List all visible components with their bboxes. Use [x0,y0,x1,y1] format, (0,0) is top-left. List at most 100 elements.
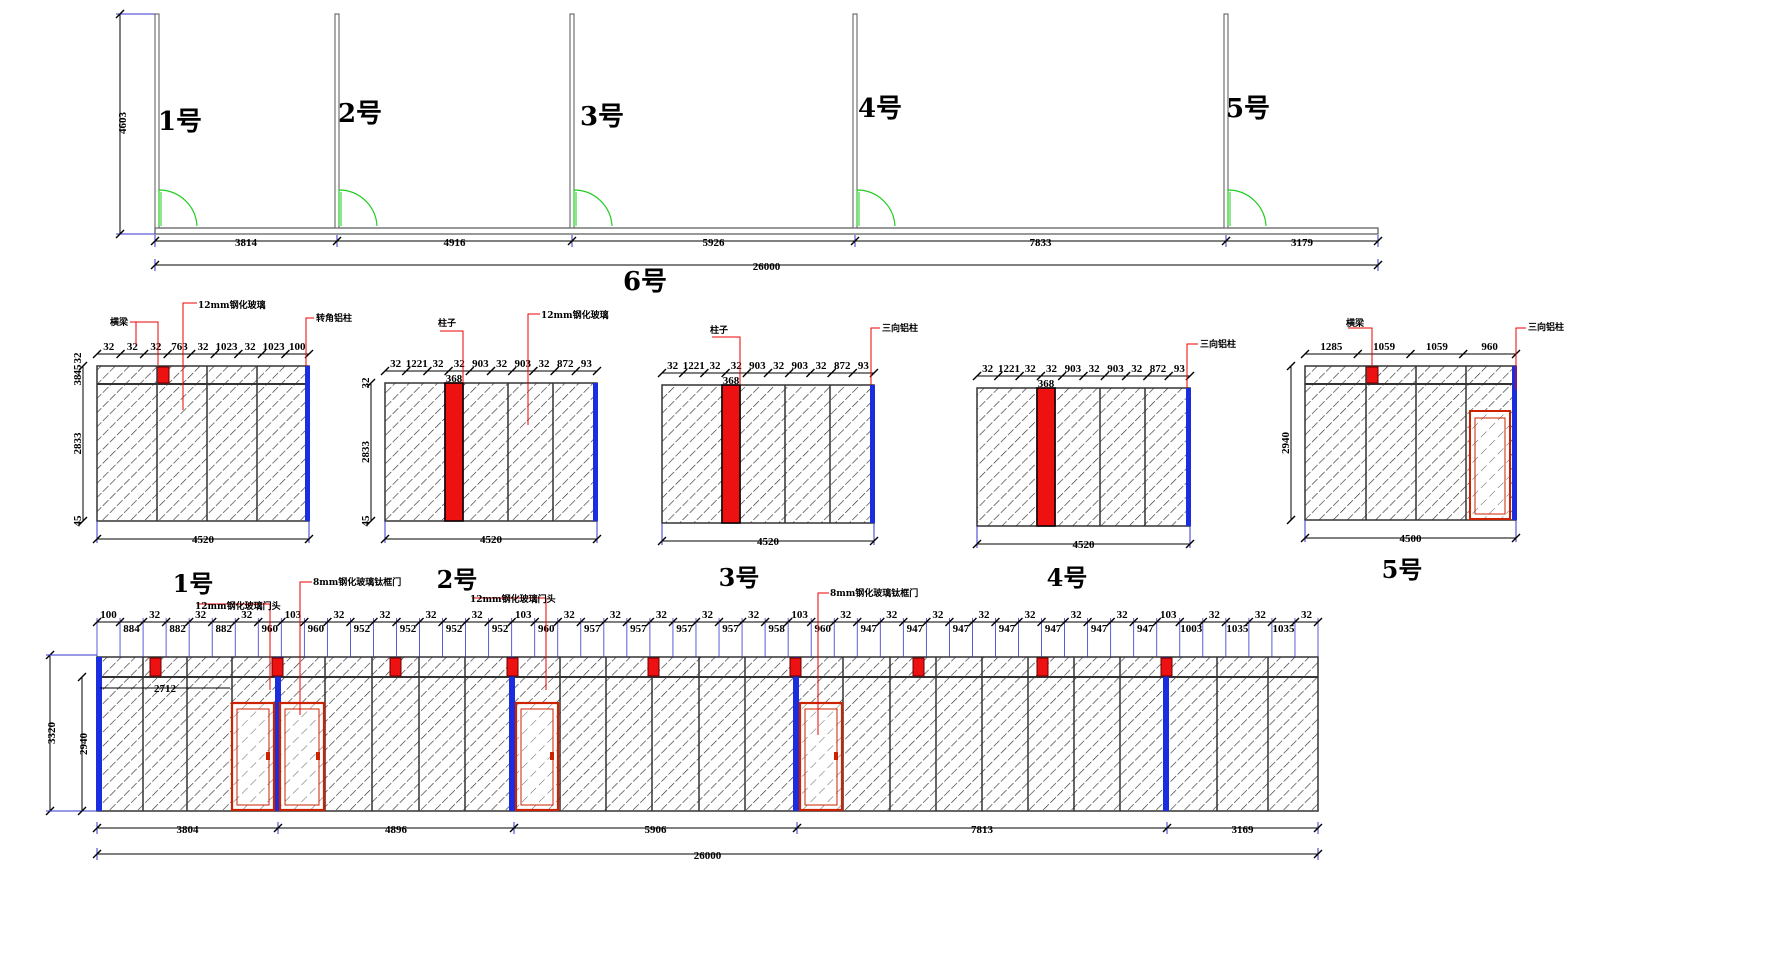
top-dimension-label: 903 [749,360,766,372]
top-dimension-label: 872 [1150,363,1167,375]
left-dimension-label: 45 [360,515,372,527]
dimension-tick [150,236,160,246]
left-dimension-label: 45 [72,515,84,527]
note-label: 转角铝柱 [316,312,352,324]
dimension-tick [507,617,517,627]
dimension-tick [415,617,425,627]
door-handle [316,752,320,760]
dimension-tick [257,349,267,359]
leader-line [1348,327,1373,366]
aluminum-post [1512,366,1517,520]
left-dimension-label: 2940 [78,733,90,756]
leader-line [305,317,314,366]
plan-room-label: 4号 [858,94,902,124]
dimension-tick [1164,371,1174,381]
top-dimension-label: 1221 [683,360,705,372]
width-dimension-label: 4520 [1073,539,1096,551]
plan-room-label: 1号 [158,107,202,137]
dimension-tick [1300,533,1310,543]
dimension-tick [163,349,173,359]
note-label: 12mm钢化玻璃门头 [195,600,281,612]
dimension-tick [1037,617,1047,627]
top-dimension-label: 32 [1025,609,1037,621]
top-dimension-label: 103 [791,609,808,621]
dimension-tick [115,9,125,19]
dimension-tick [550,366,560,376]
top-dimension-label: 100 [289,341,306,353]
dimension-label: 4896 [385,824,408,836]
top-dimension-label: 952 [446,623,463,635]
top-dimension-label: 32 [1209,609,1221,621]
width-dimension-label: 4520 [192,534,215,546]
dimension-tick [792,823,802,833]
column-dimension-label: 368 [1038,378,1055,390]
dimension-tick [380,366,390,376]
top-dimension-label: 32 [932,609,944,621]
top-dimension-label: 32 [472,609,484,621]
plan-partition-wall [154,13,160,229]
dimension-tick [1313,849,1323,859]
left-dimension-label: 2940 [1280,432,1292,455]
top-dimension-label: 872 [834,360,851,372]
dimension-tick [721,368,731,378]
dimension-tick [993,371,1003,381]
dimension-tick [92,534,102,544]
glass-door [1469,410,1511,520]
top-dimension-label: 32 [564,609,576,621]
dimension-tick [567,236,577,246]
top-dimension-label: 32 [816,360,828,372]
dimension-tick [184,617,194,627]
dimension-tick [92,349,102,359]
dimension-tick [422,366,432,376]
dimension-tick [921,617,931,627]
dimension-tick [116,349,126,359]
dimension-tick [1060,617,1070,627]
leader-line [527,313,540,425]
aluminum-post [870,385,875,523]
dimension-tick [115,617,125,627]
note-label: 柱子 [710,324,728,336]
width-dimension-label: 4500 [1400,533,1423,545]
top-dimension-label: 32 [195,609,207,621]
dimension-tick [253,617,263,627]
dimension-tick [852,617,862,627]
dimension-tick [622,617,632,627]
top-dimension-label: 1059 [1426,341,1449,353]
beam-post [389,657,402,677]
dimension-tick [299,617,309,627]
top-dimension-label: 1285 [1320,341,1343,353]
plan-title: 6号 [623,267,667,297]
dimension-tick [1221,236,1231,246]
top-dimension-label: 32 [748,609,760,621]
elevation-label: 1号 [173,569,214,598]
dimension-tick [528,366,538,376]
door-swing-arc [158,189,198,227]
note-label: 横梁 [110,316,129,328]
plan-room-label: 5号 [1226,94,1270,124]
top-dimension-label: 903 [472,358,489,370]
leader-line [440,330,464,383]
top-dimension-label: 32 [978,609,990,621]
top-dimension-label: 93 [858,360,870,372]
dimension-label: 5906 [645,824,668,836]
door-swing-arc [573,189,613,227]
dimension-tick [1373,236,1383,246]
top-dimension-label: 882 [215,623,232,635]
top-dimension-label: 947 [1137,623,1154,635]
top-dimension-label: 903 [792,360,809,372]
dimension-tick [972,371,982,381]
leader-line [197,603,271,690]
door-swing-arc [856,189,896,227]
dimension-tick [1057,371,1067,381]
note-label: 12mm钢化玻璃 [541,309,609,321]
dimension-tick [806,617,816,627]
width-dimension-label: 4520 [757,536,780,548]
dimension-tick [1036,371,1046,381]
plan-room-label: 3号 [580,102,624,132]
dimension-tick [1300,349,1310,359]
dimension-tick [484,617,494,627]
top-dimension-label: 32 [150,341,162,353]
